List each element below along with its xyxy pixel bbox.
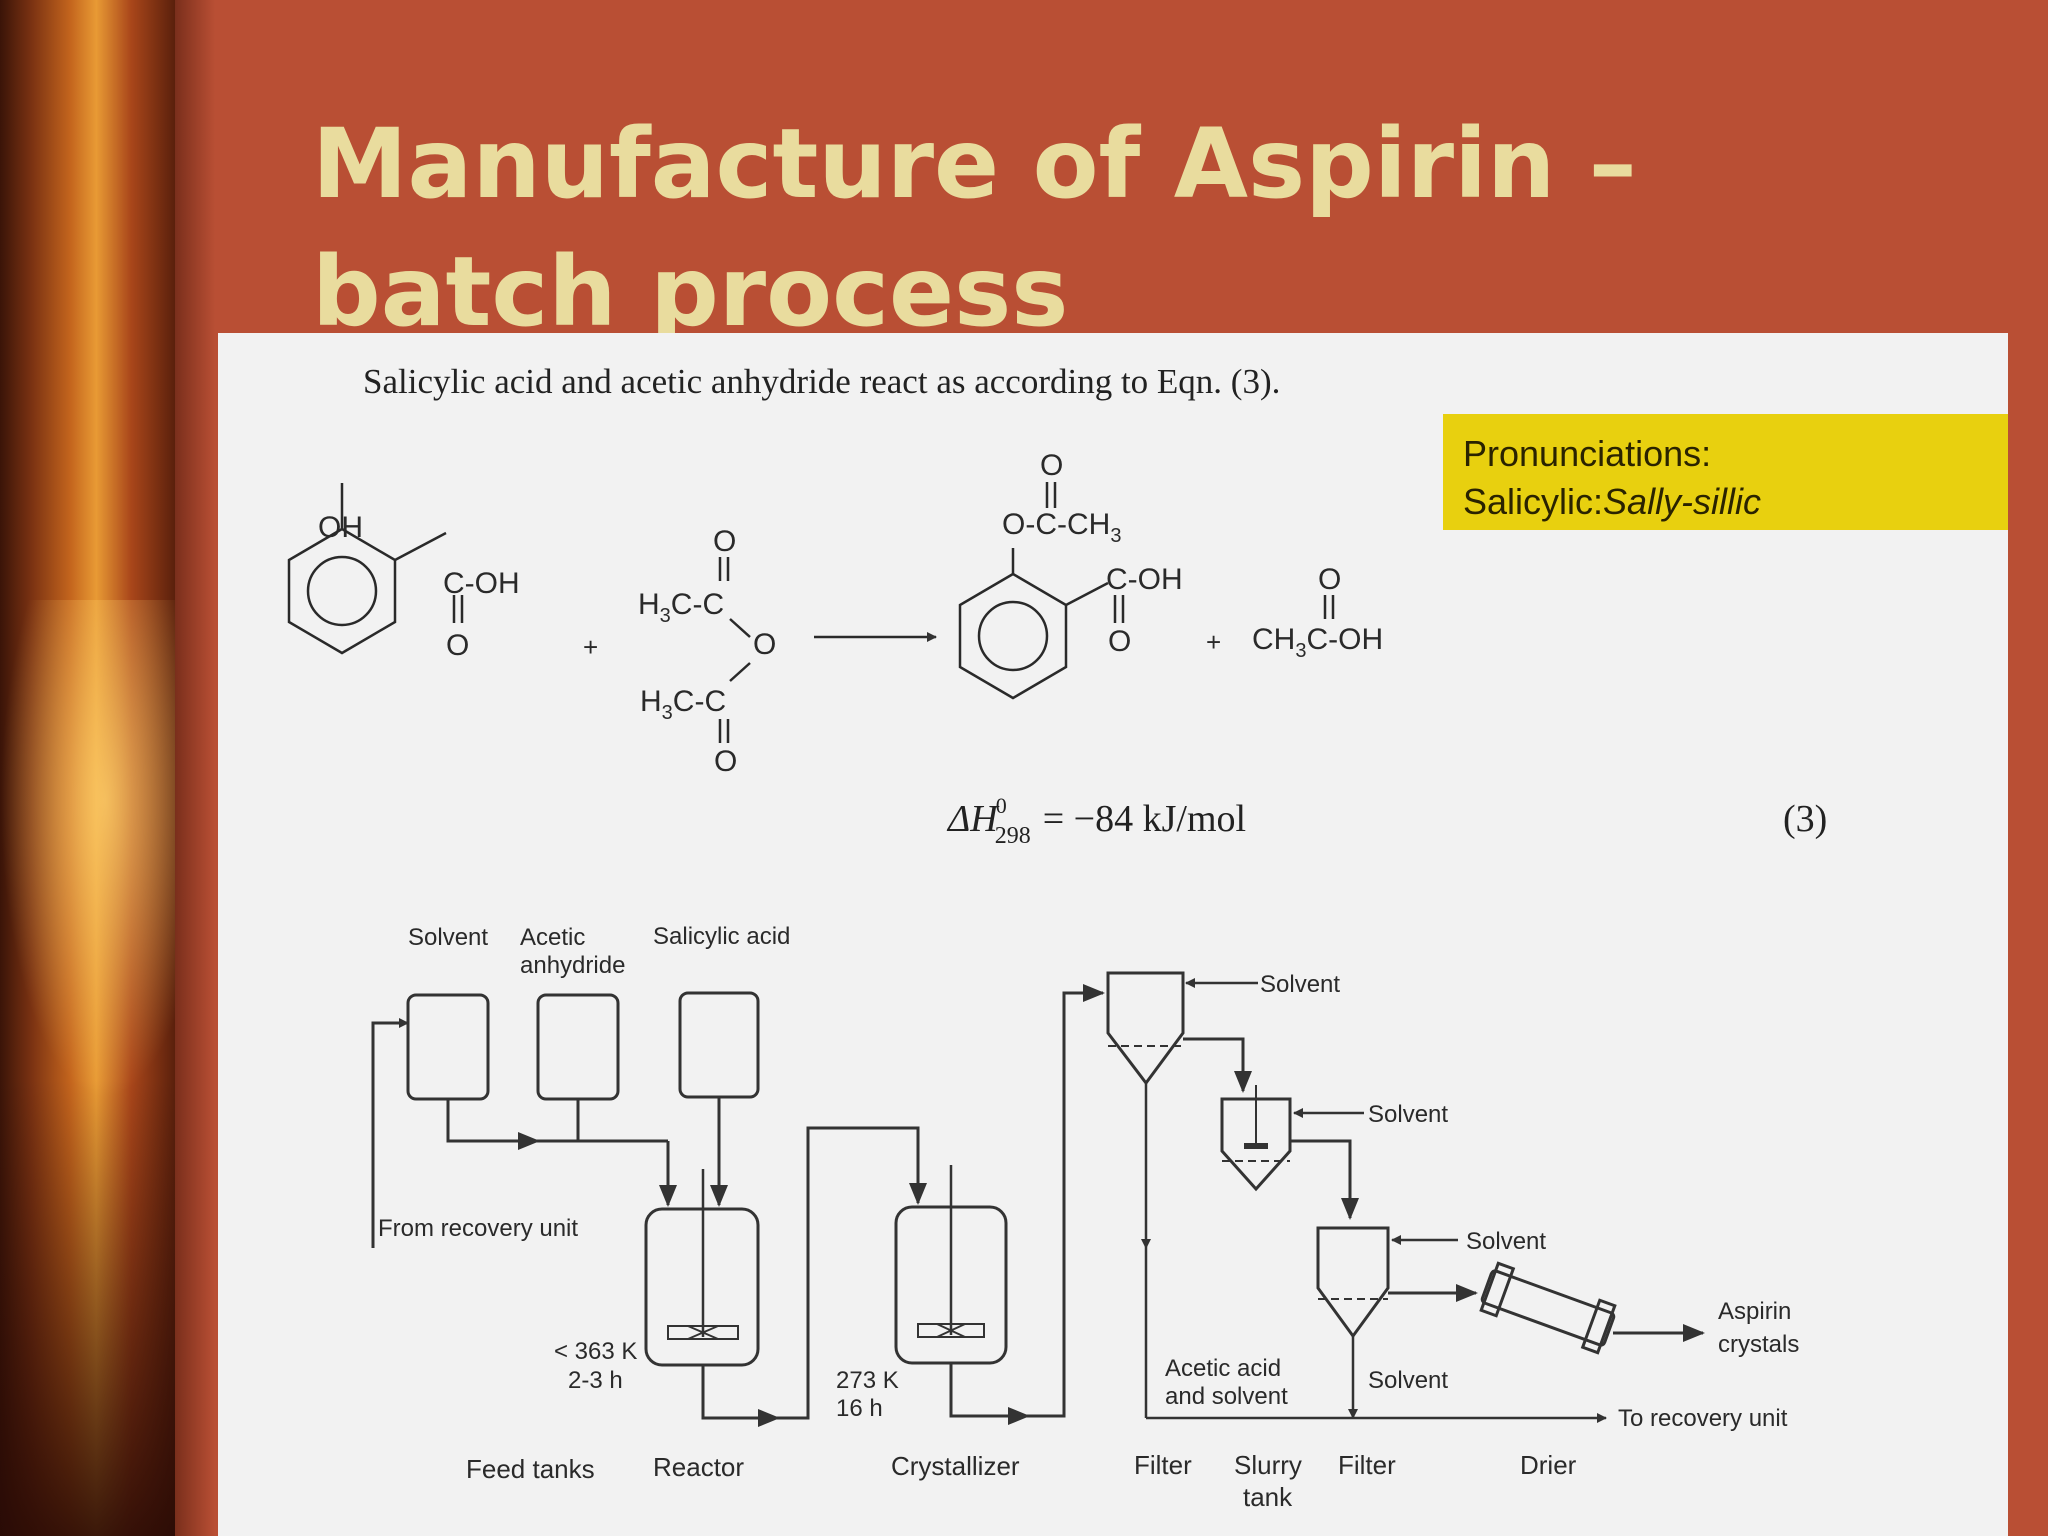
drier-drum (1480, 1269, 1616, 1347)
reactor-to-crystallizer (778, 1126, 927, 1420)
anhydride-bottom-o: O (714, 745, 737, 778)
feed-tank-solvent (406, 993, 490, 1101)
reactor-outlet (701, 1365, 780, 1427)
recycle-line (371, 1018, 409, 1248)
feed-tank-salicylic-acid (678, 991, 760, 1099)
label-filter-1-solvent: Solvent (1260, 971, 1340, 998)
aspirin-o: O (1108, 625, 1131, 658)
unit-filter-2: Filter (1338, 1450, 1396, 1480)
crystallizer-impeller (917, 1323, 985, 1338)
drier-ring-2 (1580, 1298, 1617, 1355)
note-pronunciation: Sally-sillic (1603, 481, 1762, 522)
label-anhydride: anhydride (520, 952, 625, 979)
note-body: Salicylic:Sally-sillic (1463, 478, 1988, 526)
label-filter-2-solvent: Solvent (1466, 1228, 1546, 1255)
background-photo-shade (0, 1080, 175, 1536)
salicylic-acid-structure: OH C-OH O (287, 483, 520, 662)
anhydride-bridge-o: O (753, 628, 776, 661)
benzene-ring (287, 527, 397, 655)
label-reactor-time: 2-3 h (568, 1367, 623, 1394)
pronunciation-note: Pronunciations: Salicylic:Sally-sillic (1443, 414, 2008, 530)
crystallizer-to-filter (1028, 984, 1105, 1418)
background-edge-shadow (175, 0, 215, 1536)
process-flowsheet: Solvent Acetic anhydride Salicylic acid … (371, 923, 1799, 1512)
unit-drier: Drier (1520, 1450, 1577, 1480)
aspirin-cooh-bond (1065, 581, 1109, 607)
slurry-impeller (1244, 1143, 1268, 1149)
crystallizer-outlet (949, 1363, 1030, 1425)
slide-title-line-2: batch process (312, 236, 1069, 348)
anhydride-bridge-bond-2 (729, 662, 751, 682)
aspirin-ester: O-C-CH3 (1002, 508, 1121, 547)
label-aspirin: Aspirin (1718, 1298, 1791, 1325)
feed-tank-acetic-anhydride (536, 993, 620, 1101)
slide-title: Manufacture of Aspirin – batch process (312, 100, 1912, 356)
plus-1: + (583, 632, 598, 662)
scanned-figure: Salicylic acid and acetic anhydride reac… (218, 333, 2008, 1536)
intro-sentence: Salicylic acid and acetic anhydride reac… (363, 362, 1280, 401)
anhydride-bridge-bond-1 (729, 618, 751, 638)
filter-2 (1316, 1226, 1390, 1339)
anhydride-top-o: O (713, 525, 736, 558)
label-to-recovery: To recovery unit (1618, 1405, 1788, 1432)
salicylic-o: O (446, 629, 469, 662)
label-crystallizer-time: 16 h (836, 1395, 883, 1422)
plus-2: + (1206, 627, 1221, 657)
unit-tank: tank (1243, 1482, 1293, 1512)
aromatic-circle (306, 555, 378, 627)
crystallizer-impeller-blade-2 (936, 1323, 966, 1338)
anhydride-h3c-top: H3C-C (638, 588, 724, 627)
background-photo-glow (0, 600, 175, 1100)
label-from-recovery: From recovery unit (378, 1215, 578, 1242)
aspirin-top-o: O (1040, 449, 1063, 482)
label-bottom-solvent: Solvent (1368, 1367, 1448, 1394)
drier-ring-1 (1479, 1261, 1516, 1318)
label-crystallizer-temp: 273 K (836, 1367, 899, 1394)
slurry-tank (1220, 1097, 1292, 1192)
bond-cooh (394, 531, 447, 562)
label-crystals: crystals (1718, 1331, 1799, 1358)
slurry-to-filter-2 (1290, 1139, 1359, 1220)
unit-crystallizer: Crystallizer (891, 1451, 1020, 1481)
feed-header (446, 1099, 668, 1143)
filter-1 (1106, 971, 1185, 1086)
aspirin-aromatic-circle (977, 600, 1049, 672)
label-acetic: Acetic (520, 924, 585, 951)
salicylic-cooh: C-OH (443, 567, 520, 600)
acetic-acid-structure: O CH3C-OH (1252, 563, 1383, 662)
label-and-solvent: and solvent (1165, 1383, 1288, 1410)
unit-filter-1: Filter (1134, 1450, 1192, 1480)
label-acetic-acid: Acetic acid (1165, 1355, 1281, 1382)
note-term: Salicylic: (1463, 481, 1604, 522)
reaction-equation: OH C-OH O + O H3C-C O H3C-C O O (287, 449, 1383, 778)
drier (1479, 1261, 1617, 1355)
label-salicylic-acid: Salicylic acid (653, 923, 790, 950)
unit-reactor: Reactor (653, 1452, 744, 1482)
acetic-acid-formula: CH3C-OH (1252, 623, 1383, 662)
unit-feed-tanks: Feed tanks (466, 1454, 595, 1484)
figure-svg: Salicylic acid and acetic anhydride reac… (287, 362, 1827, 1512)
filter-1-to-slurry (1183, 1037, 1252, 1093)
equation-number: (3) (1783, 798, 1827, 840)
slide-title-line-1: Manufacture of Aspirin – (312, 108, 1637, 220)
salicylic-oh: OH (318, 511, 363, 544)
aspirin-structure: O O-C-CH3 C-OH O (958, 449, 1183, 700)
acetic-anhydride-structure: O H3C-C O H3C-C O (638, 525, 776, 778)
reactor-impeller (667, 1325, 739, 1340)
anhydride-h3c-bottom: H3C-C (640, 685, 726, 724)
label-reactor-temp: < 363 K (554, 1338, 637, 1365)
note-heading: Pronunciations: (1463, 433, 1712, 474)
label-solvent: Solvent (408, 924, 488, 951)
label-slurry-solvent: Solvent (1368, 1101, 1448, 1128)
reactor-impeller-blade-2 (687, 1325, 719, 1340)
aspirin-cooh: C-OH (1106, 563, 1183, 596)
aspirin-benzene-ring (958, 572, 1068, 700)
unit-slurry: Slurry (1234, 1450, 1302, 1480)
acetic-acid-top-o: O (1318, 563, 1341, 596)
